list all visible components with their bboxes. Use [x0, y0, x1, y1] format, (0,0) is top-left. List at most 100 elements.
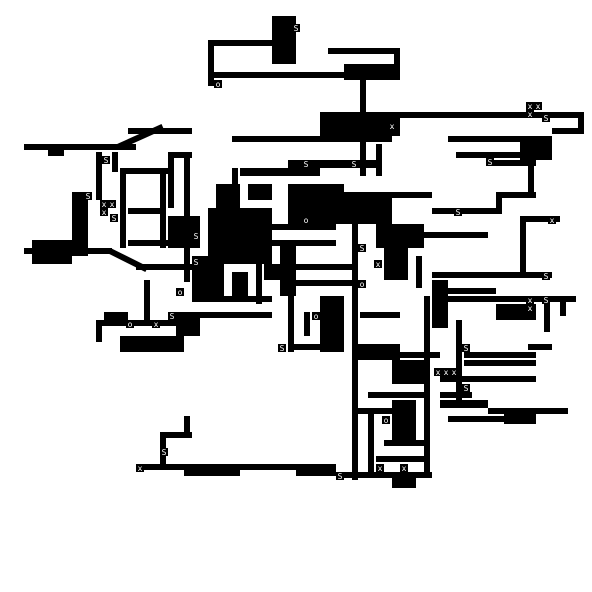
cross-marker: x [528, 296, 533, 305]
map-corridor [200, 312, 272, 318]
start-marker: S [544, 272, 549, 281]
cross-marker-bg [376, 464, 384, 472]
start-marker: S [488, 158, 493, 167]
map-room [440, 400, 488, 408]
cross-marker: x [378, 464, 383, 473]
cross-marker: x [110, 200, 115, 209]
start-marker-bg [302, 160, 310, 168]
cross-marker: x [102, 200, 107, 209]
map-corridor [544, 296, 550, 332]
start-marker: S [280, 344, 285, 353]
map-corridor [432, 272, 552, 278]
cross-marker-bg [100, 200, 108, 208]
box-marker: o [304, 216, 309, 225]
start-marker-bg [168, 312, 176, 320]
map-corridor [432, 208, 502, 214]
map-corridor [528, 344, 552, 350]
map-corridor [552, 128, 584, 134]
cross-marker: x [154, 320, 159, 329]
cross-marker: x [528, 304, 533, 313]
start-marker-bg [192, 232, 200, 240]
cross-marker-bg [548, 216, 556, 224]
cross-marker: x [102, 208, 107, 217]
start-marker-bg [462, 384, 470, 392]
map-room [176, 312, 200, 336]
map-corridor [168, 152, 192, 158]
cross-marker: x [528, 110, 533, 119]
map-corridor [296, 264, 352, 270]
cross-marker-bg [526, 304, 534, 312]
start-marker: S [86, 192, 91, 201]
cross-marker: x [376, 260, 381, 269]
map-corridor [192, 296, 272, 302]
start-marker-bg [542, 114, 550, 122]
map-room [320, 296, 344, 352]
map-corridor [232, 168, 238, 192]
map-corridor [208, 72, 400, 78]
map-corridor [448, 416, 504, 422]
map-corridor [376, 456, 424, 462]
cross-marker-bg [450, 368, 458, 376]
map-corridor [88, 248, 112, 254]
map-corridor [352, 408, 400, 414]
cross-marker: x [436, 368, 441, 377]
map-corridor [120, 168, 126, 248]
start-marker-bg [192, 258, 200, 266]
map-corridor [496, 192, 502, 214]
start-marker-bg [358, 244, 366, 252]
box-marker-bg [176, 288, 184, 296]
map-room [72, 192, 88, 256]
map-corridor [448, 296, 576, 302]
map-room [120, 336, 184, 352]
map-room [392, 472, 416, 488]
start-marker-bg [110, 214, 118, 222]
map-corridor [128, 240, 192, 246]
map-corridor [184, 416, 190, 438]
map-corridor [256, 256, 262, 304]
start-marker-bg [102, 156, 110, 164]
map-corridor [208, 40, 214, 86]
map-corridor [416, 256, 422, 288]
map-corridor [304, 312, 310, 336]
map-corridor [264, 224, 336, 230]
box-marker: o [360, 280, 365, 289]
map-corridor [136, 264, 192, 270]
start-marker-bg [350, 160, 358, 168]
box-marker-bg [126, 320, 134, 328]
map-corridor [96, 320, 102, 342]
map-corridor [120, 168, 168, 174]
map-corridor [144, 280, 150, 320]
map-corridor [400, 352, 440, 358]
map-room [392, 360, 424, 384]
cross-marker-bg [442, 368, 450, 376]
cross-marker-bg [534, 102, 542, 110]
box-marker-bg [382, 416, 390, 424]
start-marker: S [352, 160, 357, 169]
map-corridor [376, 144, 382, 176]
start-marker-bg [278, 344, 286, 352]
box-marker: o [384, 416, 389, 425]
map-room [248, 184, 272, 200]
map-room [344, 64, 400, 80]
map-corridor [264, 240, 336, 246]
map-room [344, 192, 392, 224]
cross-marker: x [402, 464, 407, 473]
start-marker: S [104, 156, 109, 165]
map-walls [24, 16, 584, 488]
map-room [376, 224, 424, 248]
box-marker-bg [302, 216, 310, 224]
start-marker-bg [84, 192, 92, 200]
map-corridor [248, 232, 254, 256]
start-marker: S [304, 160, 309, 169]
box-marker: o [128, 320, 133, 329]
map-corridor [288, 288, 294, 352]
cross-marker: x [528, 102, 533, 111]
box-marker: o [314, 312, 319, 321]
map-corridor [440, 392, 472, 398]
map-corridor [456, 152, 536, 158]
map-corridor [496, 192, 536, 198]
start-marker-bg [292, 24, 300, 32]
map-corridor [394, 48, 400, 78]
cross-marker-bg [136, 464, 144, 472]
map-room [296, 464, 336, 476]
